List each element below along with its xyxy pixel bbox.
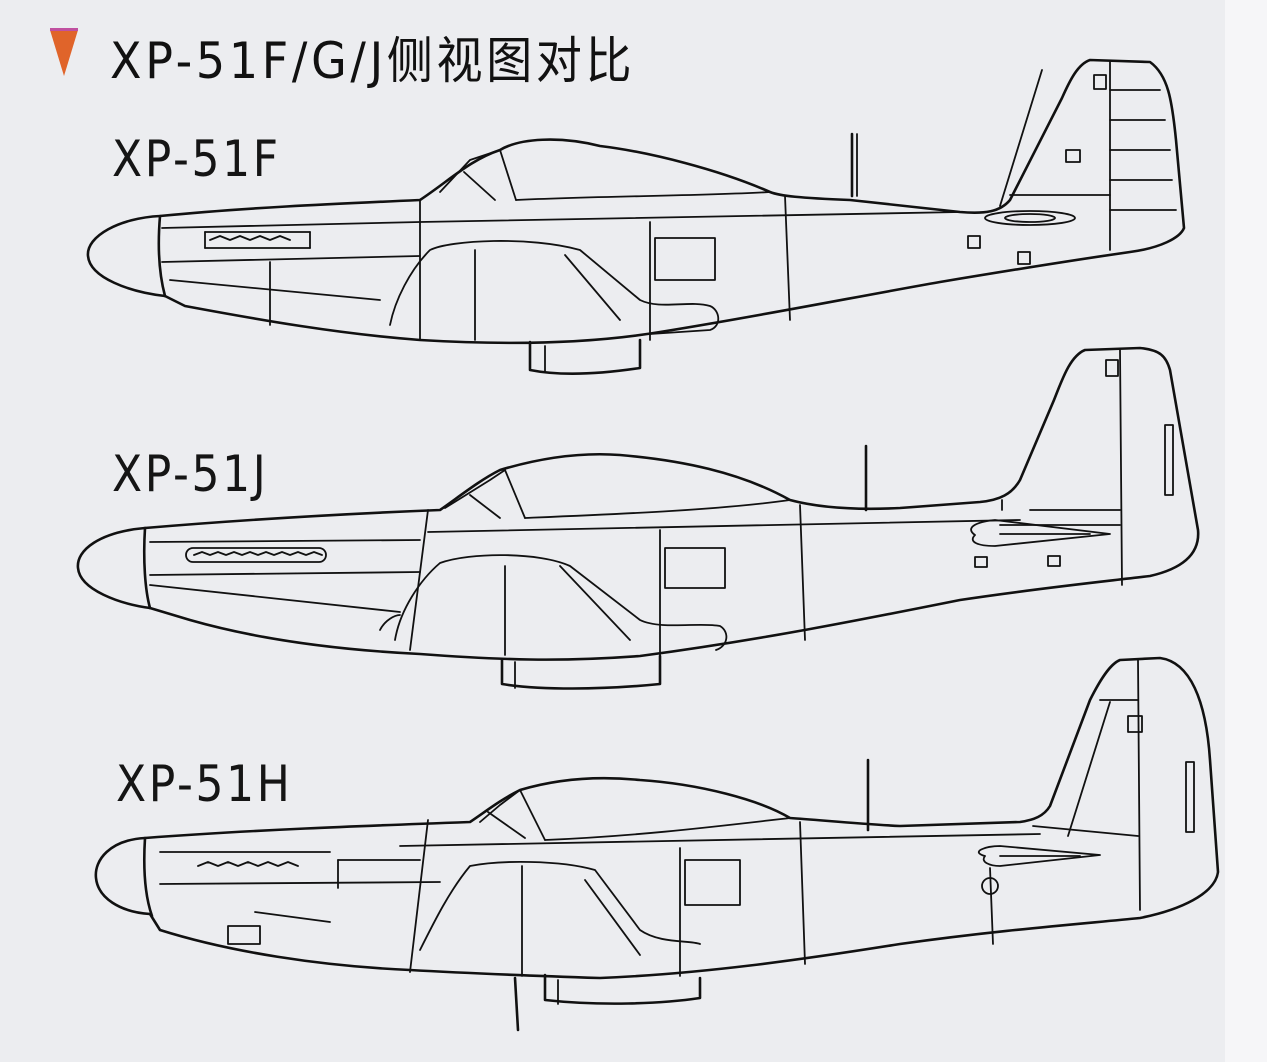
aircraft-drawing-xp51j [76, 346, 1200, 690]
aircraft-drawing-xp51f [86, 58, 1186, 375]
page-edge-strip [1225, 0, 1267, 1062]
aircraft-drawing-xp51h [94, 656, 1220, 1032]
page-title: XP-51F/G/J侧视图对比 [110, 32, 636, 90]
aircraft-label-xp51h: XP-51H [116, 755, 293, 813]
triangle-down-icon [50, 28, 78, 76]
aircraft-label-xp51f: XP-51F [112, 130, 281, 188]
section-header: XP-51F/G/J侧视图对比 [50, 22, 681, 92]
aircraft-label-xp51j: XP-51J [112, 445, 269, 503]
